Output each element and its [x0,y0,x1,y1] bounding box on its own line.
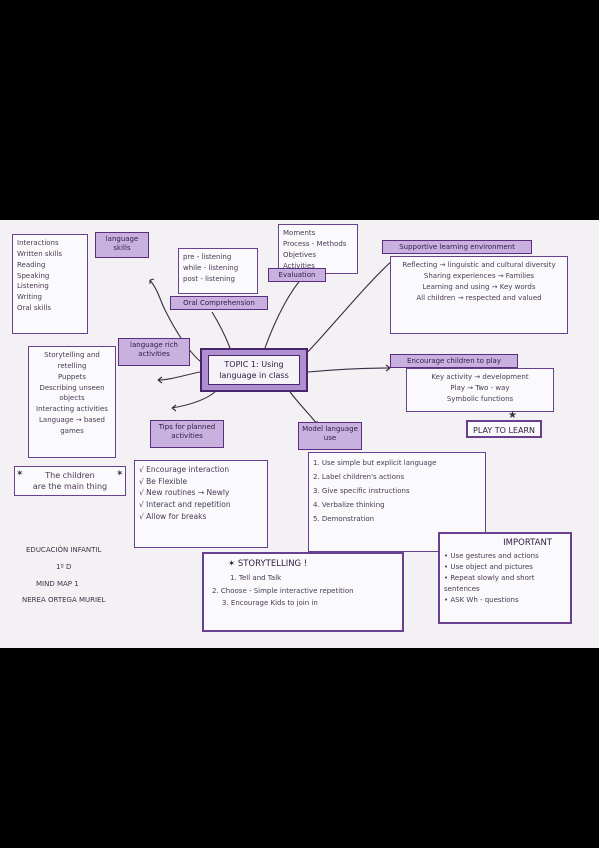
list-item: Speaking [17,271,50,280]
list-item: Sharing experiences → Families [423,271,535,280]
list-item: 1. Use simple but explicit language [313,459,437,467]
star-icon: ★ [508,410,517,421]
tips-label: Tips for planned activities [150,420,224,448]
list-item: while - listening [183,263,239,272]
list-item: All children → respected and valued [416,293,542,302]
list-item: Symbolic functions [446,394,514,403]
list-item: Moments [283,229,316,237]
language-skills-label: language skills [95,232,149,258]
storytelling-box: ✶ STORYTELLING ! 1. Tell and Talk 2. Cho… [202,552,404,632]
author-block: EDUCACIÓN INFANTIL 1º D MIND MAP 1 NEREA… [22,542,105,609]
encourage-play-label: Encourage children to play [390,354,518,368]
evaluation-list: Moments Process - Methods Objetives Acti… [278,224,358,274]
list-item: • Use object and pictures [444,562,533,571]
list-item: √ Interact and repetition [139,499,231,509]
language-activities-list: Storytelling and retelling Puppets Descr… [28,346,116,458]
mind-map-number: MIND MAP 1 [36,579,79,588]
list-item: Listening [17,282,49,291]
list-item: Storytelling and retelling [44,351,100,370]
supportive-environment-label: Supportive learning environment [382,240,532,254]
list-item: • Use gestures and actions [444,551,539,560]
list-item: 2. Label children's actions [313,473,405,481]
children-note-line-1: The children [45,471,95,480]
list-item: √ Encourage interaction [139,465,230,474]
list-item: Process - Methods [283,239,347,248]
play-to-learn-badge: PLAY TO LEARN [466,420,542,438]
grade-text: 1º D [56,562,72,571]
evaluation-label: Evaluation [268,268,326,282]
central-topic-subtitle: language in class [219,371,289,381]
course-text: EDUCACIÓN INFANTIL [26,546,102,554]
important-title: IMPORTANT [503,538,552,548]
star-icon: ✶ [16,469,24,479]
list-item: Describing unseen objects [39,383,105,403]
list-item: Puppets [57,372,87,381]
list-item: √ Be Flexible [139,476,188,486]
list-item: pre - listening [183,253,232,261]
list-item: 3. Give specific instructions [313,487,410,495]
list-item: Objetives [283,250,316,259]
list-item: 1. Tell and Talk [230,574,282,583]
central-topic-title: TOPIC 1: Using [224,360,284,369]
language-activities-label: language rich activities [118,338,190,366]
list-item: • ASK Wh - questions [444,596,519,605]
list-item: 5. Demonstration [313,515,375,523]
author-name: NEREA ORTEGA MURIEL [22,596,106,605]
list-item: • Repeat slowly and short sentences [444,573,535,594]
list-item: Learning and using → Key words [422,282,536,291]
children-note: The children are the main thing [14,466,126,496]
list-item: Language → based games [39,416,105,435]
list-item: Interacting activities [36,405,108,414]
important-box: IMPORTANT • Use gestures and actions • U… [438,532,572,624]
list-item: Play → Two - way [450,383,510,392]
oral-comprehension-label: Oral Comprehension [170,296,268,310]
list-item: √ New routines → Newly [139,488,230,498]
list-item: 2. Choose - Simple interactive repetitio… [212,586,354,595]
list-item: 4. Verbalize thinking [313,501,385,509]
supportive-environment-list: Reflecting → linguistic and cultural div… [390,256,568,334]
list-item: Activities [283,261,315,270]
list-item: Oral skills [17,304,52,313]
encourage-play-list: Key activity → development Play → Two - … [406,368,554,412]
model-language-label: Model language use [298,422,362,450]
list-item: Reflecting → linguistic and cultural div… [402,261,556,269]
list-item: Key activity → development [431,373,529,381]
list-item: post - listening [183,274,235,283]
star-icon: ✶ [116,469,124,479]
list-item: Reading [17,260,46,269]
language-skills-list: Interactions Written skills Reading Spea… [12,234,88,334]
list-item: Written skills [17,249,63,258]
list-item: Writing [17,293,42,302]
list-item: 3. Encourage Kids to join in [222,599,318,608]
mind-map-poster: TOPIC 1: Using language in class Interac… [0,220,599,648]
central-topic: TOPIC 1: Using language in class [200,348,308,392]
list-item: √ Allow for breaks [139,511,207,521]
tips-list: √ Encourage interaction √ Be Flexible √ … [134,460,268,548]
oral-comprehension-list: pre - listening while - listening post -… [178,248,258,294]
storytelling-title: ✶ STORYTELLING ! [228,559,308,569]
list-item: Interactions [17,239,59,247]
central-topic-inner: TOPIC 1: Using language in class [208,355,300,385]
children-note-line-2: are the main thing [32,482,108,492]
